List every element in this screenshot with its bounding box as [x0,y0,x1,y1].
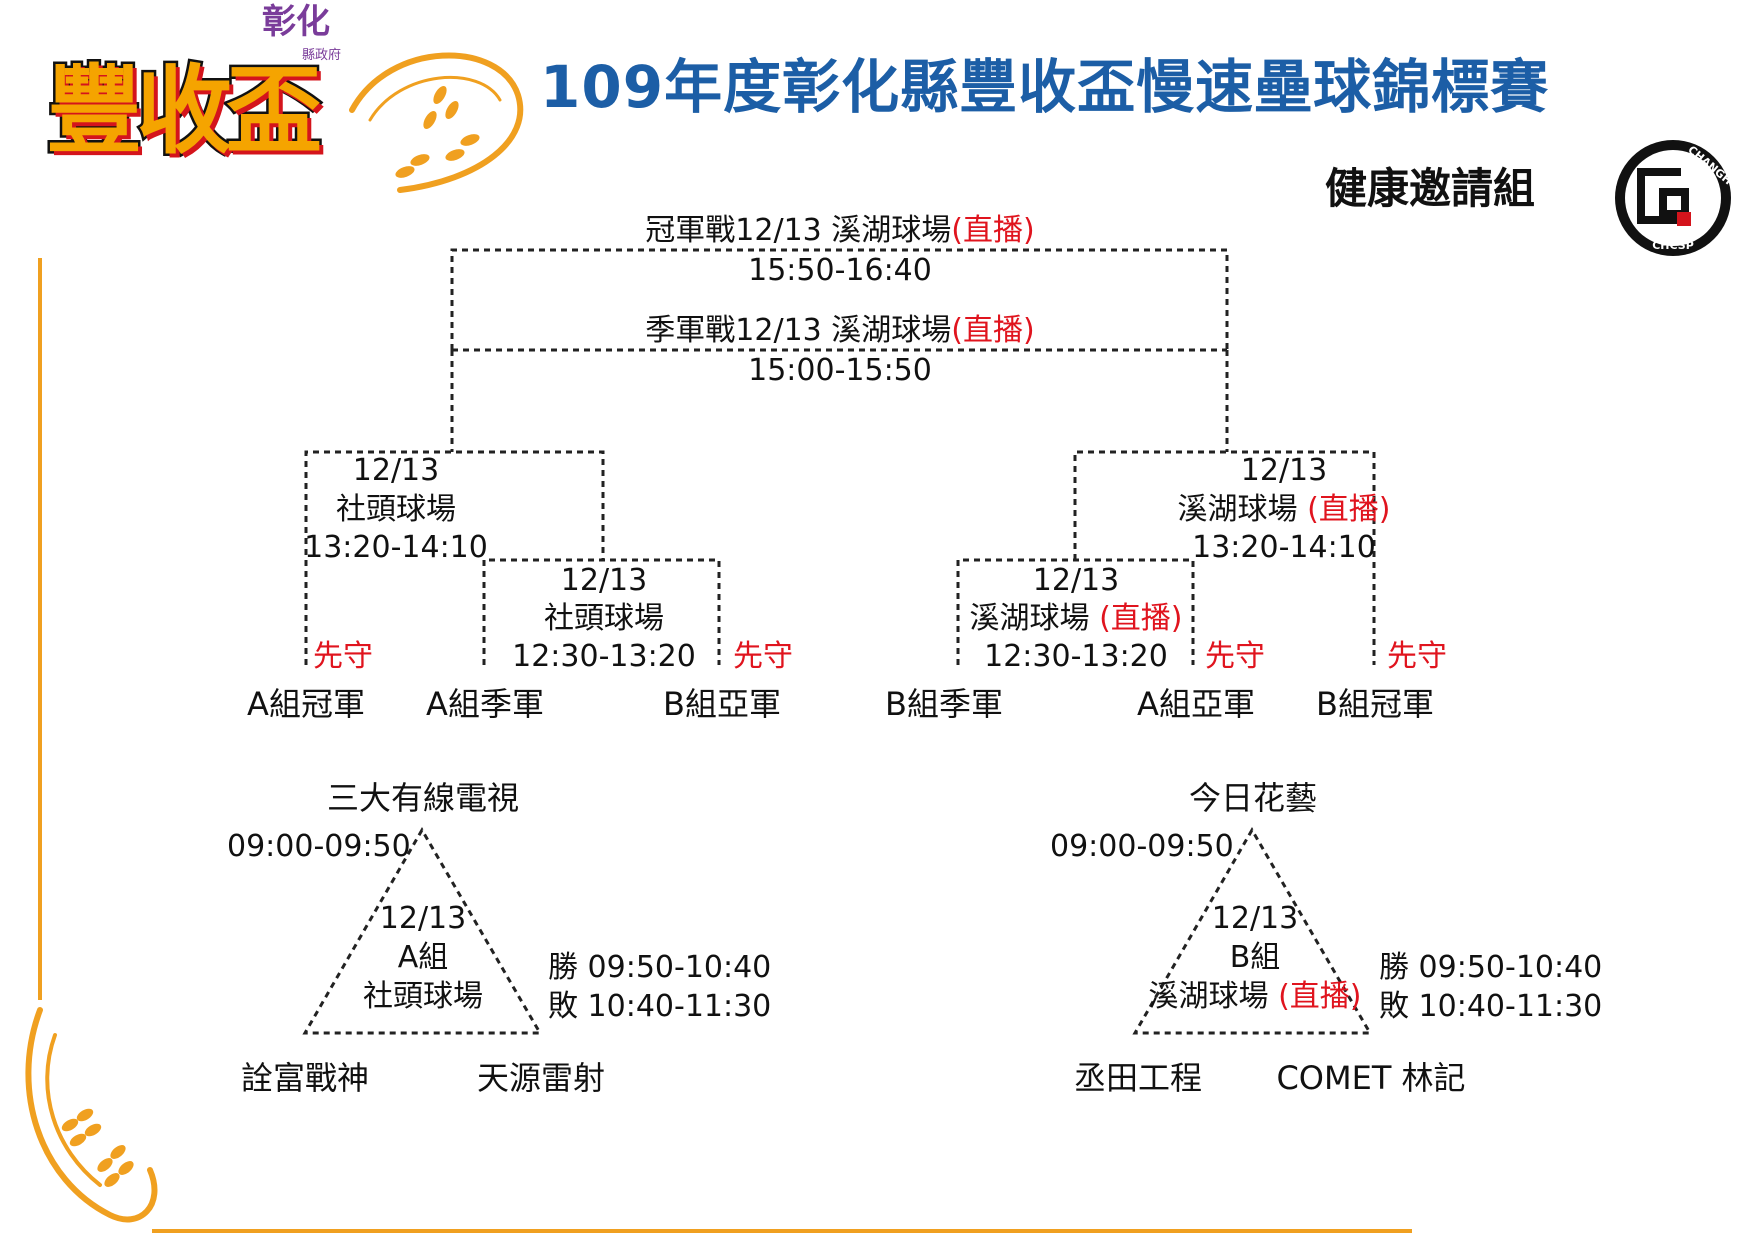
group-b-lose-game: 敗 10:40-11:30 [1379,989,1603,1024]
badge-accent-icon [1677,212,1691,226]
group-b-live-tag: (直播) [1278,979,1362,1014]
left-semi-date: 12/13 [352,453,440,488]
logo-county-text: 彰化 [262,2,330,42]
group-b-venue-line: 溪湖球場 (直播) [1149,982,1362,1012]
logo-name-text: 豐收盃 [44,55,325,167]
first-defense-marker: 先守 [733,639,793,674]
group-a-group: A組 [397,940,449,975]
third-place-time: 15:00-15:50 [748,353,932,388]
badge-bottom-text: CHCSP [1652,239,1694,252]
group-a-first-game: 09:00-09:50 [227,829,411,864]
bracket-slot: A組季軍 [426,685,544,723]
first-defense-marker: 先守 [1205,639,1265,674]
logo-swirl-icon [349,52,524,193]
right-semi-live-tag: (直播) [1307,492,1391,527]
left-quarter-date: 12/13 [560,563,648,598]
bracket-slot: A組冠軍 [247,685,365,723]
right-quarter-time: 12:30-13:20 [984,639,1168,674]
bracket-slot: A組亞軍 [1137,685,1255,723]
group-b-group: B組 [1229,940,1281,975]
left-quarter-venue: 社頭球場 [544,601,664,636]
left-semi-time: 13:20-14:10 [304,530,488,565]
right-quarter-venue-line: 溪湖球場 (直播) [970,604,1183,634]
group-a-top-team: 三大有線電視 [326,779,520,817]
group-b-win-game: 勝 09:50-10:40 [1379,950,1603,985]
final-live-tag: (直播) [951,213,1035,248]
page-title: 109年度彰化縣豐收盃慢速壘球錦標賽 [540,53,1550,121]
right-quarter-bracket-line [956,558,1195,665]
group-a-date: 12/13 [379,901,467,936]
right-semi-time: 13:20-14:10 [1192,530,1376,565]
group-a-win-game: 勝 09:50-10:40 [548,950,772,985]
third-place-live-tag: (直播) [951,313,1035,348]
group-b-top-team: 今日花藝 [1188,779,1318,817]
first-defense-marker: 先守 [313,639,373,674]
right-semi-venue-line: 溪湖球場 (直播) [1178,495,1391,525]
division-label: 健康邀請組 [1325,164,1536,213]
association-badge: CHANGHUA CHCSP [1615,140,1748,256]
left-semi-venue: 社頭球場 [336,492,456,527]
left-quarter-time: 12:30-13:20 [512,639,696,674]
group-a-lose-game: 敗 10:40-11:30 [548,989,772,1024]
third-place-label-text: 季軍戰12/13 溪湖球場 [645,313,952,348]
right-semi-venue: 溪湖球場 [1177,492,1298,527]
right-semi-bracket-line [1073,450,1376,665]
final-time: 15:50-16:40 [748,253,932,288]
right-quarter-live-tag: (直播) [1099,601,1183,636]
group-a-venue: 社頭球場 [363,979,483,1014]
group-a-triangle [302,827,543,1035]
group-b-left-team: 丞田工程 [1073,1059,1203,1097]
wheat-swirl-icon [25,1007,158,1223]
third-place-label: 季軍戰12/13 溪湖球場(直播) [645,316,1034,346]
badge-mark-icon-2 [1659,188,1689,218]
left-semi-bracket-line [304,450,605,665]
first-defense-marker: 先守 [1387,639,1447,674]
badge-mark-icon [1637,168,1681,224]
logo-county-sub-text: 縣政府 [302,48,342,63]
group-b-right-team: COMET 林記 [1276,1059,1466,1097]
group-b-venue: 溪湖球場 [1148,979,1269,1014]
bracket-slot: B組亞軍 [663,685,781,723]
right-semi-date: 12/13 [1240,453,1328,488]
bracket-slot: B組季軍 [885,685,1003,723]
right-quarter-date: 12/13 [1032,563,1120,598]
bracket-slot: B組冠軍 [1316,685,1434,723]
group-b-date: 12/13 [1211,901,1299,936]
group-b-first-game: 09:00-09:50 [1050,829,1234,864]
group-a-right-team: 天源雷射 [476,1059,606,1097]
final-label-text: 冠軍戰12/13 溪湖球場 [645,213,952,248]
group-b-triangle [1132,827,1373,1035]
left-quarter-bracket-line [482,558,721,665]
group-a-left-team: 詮富戰神 [240,1059,370,1097]
right-quarter-venue: 溪湖球場 [969,601,1090,636]
festival-logo: 彰化 縣政府 豐收盃 [40,5,370,185]
final-bracket-line [450,248,1229,350]
final-label: 冠軍戰12/13 溪湖球場(直播) [645,216,1034,246]
